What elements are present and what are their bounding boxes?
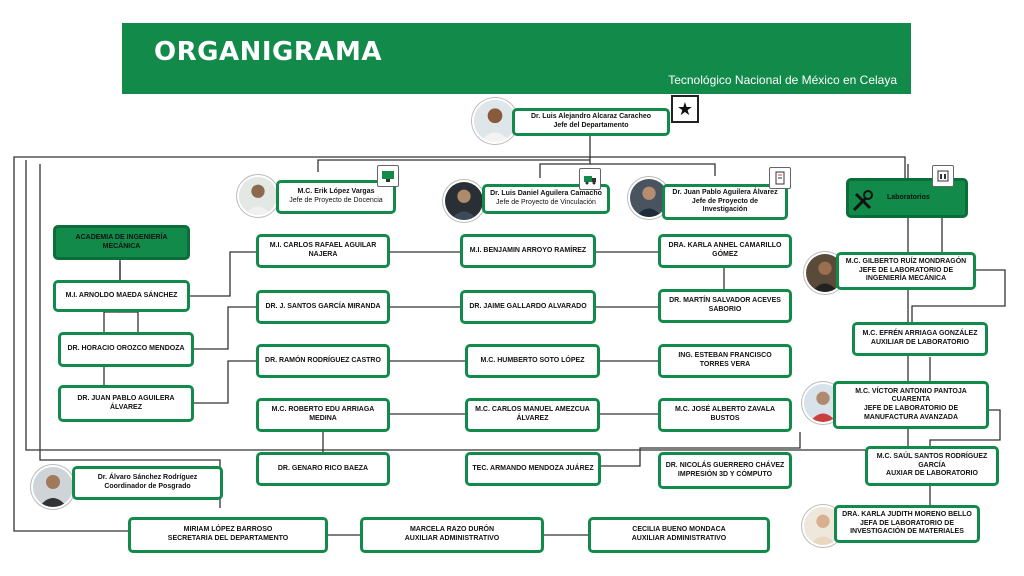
staff-box[interactable]: M.I. CARLOS RAFAEL AGUILAR NAJERA: [256, 234, 390, 268]
laboratorios-label: Laboratorios: [887, 193, 930, 201]
avatar: [472, 98, 518, 144]
truck-icon: [579, 168, 601, 190]
docencia-name: M.C. Erik López Vargas: [297, 188, 375, 196]
lab-staff-name: DRA. KARLA JUDITH MORENO BELLO: [842, 510, 972, 518]
avatar: [237, 175, 279, 217]
staff-name: M.I. CARLOS RAFAEL AGUILAR NAJERA: [269, 242, 377, 258]
investigacion-role: Jefe de Proyecto de Investigación: [691, 197, 759, 214]
vinculacion-role: Jefe de Proyecto de Vinculación: [496, 199, 596, 206]
staff-name: TEC. ARMANDO MENDOZA JUÁREZ: [472, 464, 594, 472]
lab-staff-name: M.C. SAÚL SANTOS RODRÍGUEZ GARCÍA: [876, 452, 988, 469]
staff-box[interactable]: DRA. KARLA ANHEL CAMARILLO GÓMEZ: [658, 234, 792, 268]
staff-name: DR. NICOLÁS GUERRERO CHÁVEZ IMPRESIÓN 3D…: [665, 461, 785, 478]
page-subtitle: Tecnológico Nacional de México en Celaya: [668, 73, 897, 87]
admin-role: SECRETARIA DEL DEPARTAMENTO: [167, 535, 289, 542]
teaching-icon: [377, 165, 399, 187]
staff-box[interactable]: DR. MARTÍN SALVADOR ACEVES SABORIO: [658, 289, 792, 323]
staff-name: ING. ESTEBAN FRANCISCO TORRES VERA: [678, 352, 772, 368]
admin-role: AUXILIAR ADMINISTRATIVO: [631, 535, 727, 542]
staff-box[interactable]: DR. GENARO RICO BAEZA: [256, 452, 390, 486]
staff-box[interactable]: DR. J. SANTOS GARCÍA MIRANDA: [256, 290, 390, 324]
header-banner: ORGANIGRAMA Tecnológico Nacional de Méxi…: [122, 23, 911, 94]
academia-label: ACADEMIA DE INGENIERÍA MECÁNICA: [75, 233, 168, 250]
lab-staff-role: AUXILIAR DE LABORATORIO: [870, 339, 970, 346]
research-icon: [769, 167, 791, 189]
staff-box[interactable]: M.C. CARLOS MANUEL AMEZCUA ÁLVAREZ: [465, 398, 600, 432]
academia-member[interactable]: M.I. ARNOLDO MAEDA SÁNCHEZ: [53, 280, 190, 312]
lab-staff-role: JEFE DE LABORATORIO DE MANUFACTURA AVANZ…: [863, 405, 959, 421]
staff-box[interactable]: TEC. ARMANDO MENDOZA JUÁREZ: [465, 452, 601, 486]
admin-role: AUXILIAR ADMINISTRATIVO: [404, 535, 500, 542]
lab-staff-name: M.C. EFRÉN ARRIAGA GONZÁLEZ: [862, 330, 978, 338]
page-title: ORGANIGRAMA: [154, 37, 382, 67]
staff-box[interactable]: DR. JAIME GALLARDO ALVARADO: [460, 290, 596, 324]
staff-name: DR. GENARO RICO BAEZA: [277, 464, 369, 472]
investigacion-name: Dr. Juan Pablo Aguilera Álvarez: [672, 188, 778, 196]
staff-box[interactable]: M.I. BENJAMIN ARROYO RAMÍREZ: [460, 234, 596, 268]
admin-name: CECILIA BUENO MONDACA: [632, 526, 726, 534]
member-name: M.I. ARNOLDO MAEDA SÁNCHEZ: [65, 291, 178, 299]
staff-name: DR. RAMÓN RODRÍGUEZ CASTRO: [265, 356, 381, 364]
staff-box[interactable]: DR. NICOLÁS GUERRERO CHÁVEZ IMPRESIÓN 3D…: [658, 452, 792, 489]
lab-staff-name: M.C. GILBERTO RUÍZ MONDRAGÓN: [845, 257, 967, 265]
staff-name: M.I. BENJAMIN ARROYO RAMÍREZ: [469, 246, 587, 254]
lab-staff-role: JEFE DE LABORATORIO DE INGENIERÍA MECÁNI…: [858, 266, 954, 283]
lab-staff-role: JEFA DE LABORATORIO DE INVESTIGACIÓN DE …: [850, 519, 964, 536]
staff-name: DRA. KARLA ANHEL CAMARILLO GÓMEZ: [668, 242, 782, 258]
vinculacion-name: Dr. Luis Daniel Aguilera Camacho: [490, 190, 602, 198]
staff-box[interactable]: DR. RAMÓN RODRÍGUEZ CASTRO: [256, 344, 390, 378]
member-name: DR. JUAN PABLO AGUILERA ÁLVAREZ: [77, 394, 175, 411]
star-icon: ★: [671, 95, 699, 123]
staff-box[interactable]: M.C. JOSÉ ALBERTO ZAVALA BUSTOS: [658, 398, 792, 432]
posgrado-name: Dr. Álvaro Sánchez Rodríguez: [97, 474, 198, 482]
department-head-name: Dr. Luis Alejandro Alcaraz Caracheo: [530, 113, 652, 121]
member-name: DR. HORACIO OROZCO MENDOZA: [67, 345, 185, 353]
staff-name: DR. JAIME GALLARDO ALVARADO: [469, 302, 587, 310]
academia-member[interactable]: DR. HORACIO OROZCO MENDOZA: [58, 332, 194, 367]
staff-box[interactable]: M.C. HUMBERTO SOTO LÓPEZ: [465, 344, 600, 378]
lab-staff-name: M.C. VÍCTOR ANTONIO PANTOJA CUARENTA: [855, 387, 967, 404]
staff-name: M.C. HUMBERTO SOTO LÓPEZ: [480, 356, 585, 364]
staff-box[interactable]: ING. ESTEBAN FRANCISCO TORRES VERA: [658, 344, 792, 378]
docencia-role: Jefe de Proyecto de Docencia: [289, 197, 383, 204]
staff-name: M.C. ROBERTO EDU ARRIAGA MEDINA: [271, 406, 375, 422]
staff-name: M.C. JOSÉ ALBERTO ZAVALA BUSTOS: [674, 406, 776, 422]
academia-box[interactable]: ACADEMIA DE INGENIERÍA MECÁNICA: [53, 225, 190, 260]
posgrado-role: Coordinador de Posgrado: [104, 483, 191, 490]
lab-staff-role: AUXIAR DE LABORATORIO: [886, 470, 978, 478]
admin-name: MARCELA RAZO DURÓN: [409, 526, 495, 534]
academia-member[interactable]: DR. JUAN PABLO AGUILERA ÁLVAREZ: [58, 385, 194, 422]
lab-icon: [932, 165, 954, 187]
admin-name: MIRIAM LÓPEZ BARROSO: [183, 526, 273, 534]
staff-name: M.C. CARLOS MANUEL AMEZCUA ÁLVAREZ: [475, 406, 590, 422]
staff-name: DR. MARTÍN SALVADOR ACEVES SABORIO: [669, 297, 781, 313]
staff-box[interactable]: M.C. ROBERTO EDU ARRIAGA MEDINA: [256, 398, 390, 432]
avatar: [31, 465, 75, 509]
department-head-role: Jefe del Departamento: [553, 122, 629, 129]
staff-name: DR. J. SANTOS GARCÍA MIRANDA: [265, 302, 381, 310]
avatar: [443, 180, 485, 222]
tools-icon: [850, 188, 876, 214]
